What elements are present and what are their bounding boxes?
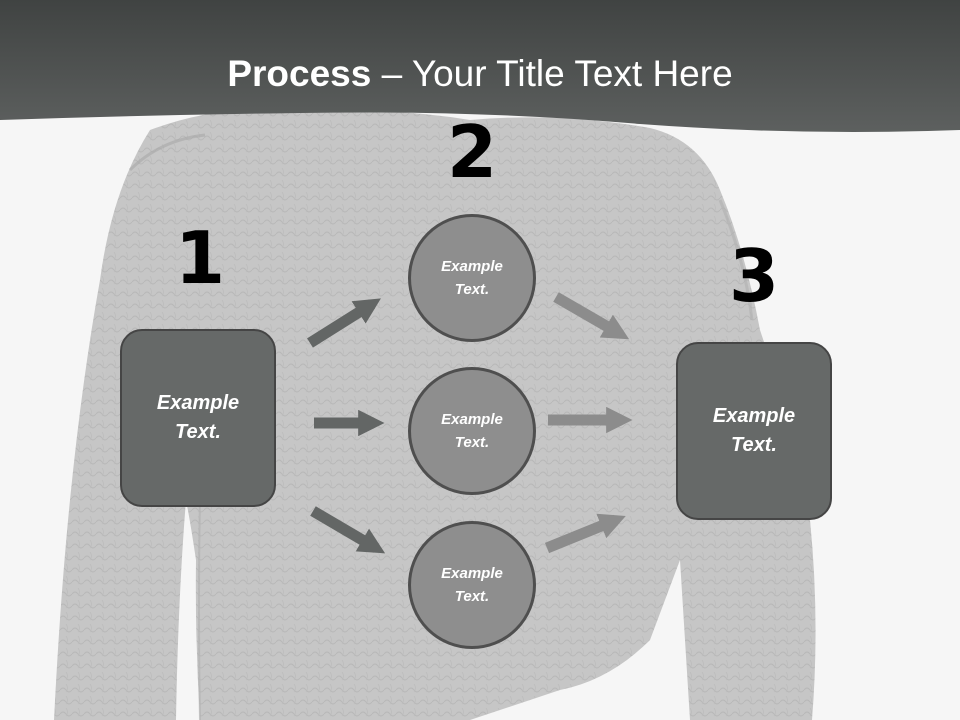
circle-middle-text: Example Text.	[441, 411, 503, 451]
header-band	[0, 0, 960, 132]
circle-top-text: Example Text.	[441, 258, 503, 298]
right-process-box: Example Text.	[676, 342, 832, 520]
slide-title: Process – Your Title Text Here	[0, 50, 960, 98]
step-number-1: 1	[174, 216, 226, 300]
left-process-box: Example Text.	[120, 329, 276, 507]
circle-bottom-text: Example Text.	[441, 565, 503, 605]
right-box-text: Example Text.	[712, 405, 796, 456]
step-number-3: 3	[728, 234, 780, 318]
process-circle-top: Example Text.	[408, 214, 536, 342]
step-number-2: 2	[446, 110, 498, 194]
left-box-text: Example Text.	[156, 392, 240, 443]
process-circle-middle: Example Text.	[408, 367, 536, 495]
title-bold-part: Process	[227, 53, 372, 94]
process-circle-bottom: Example Text.	[408, 521, 536, 649]
title-rest-part: – Your Title Text Here	[371, 53, 733, 94]
